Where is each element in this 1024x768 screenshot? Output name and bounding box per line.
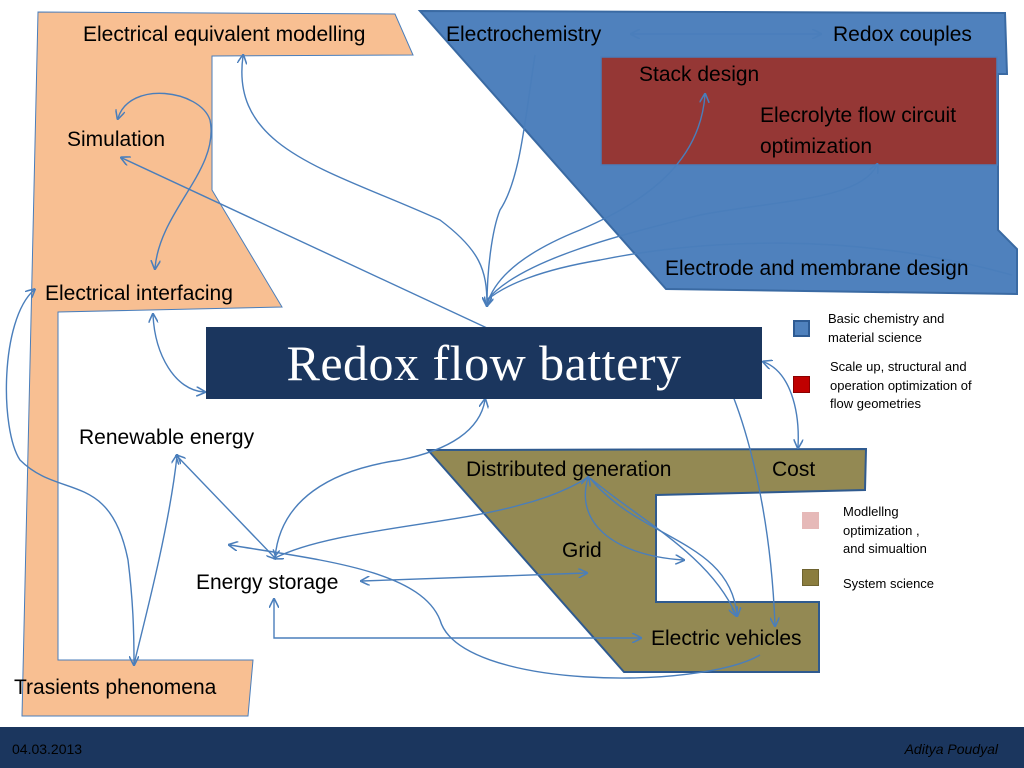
- footer-date: 04.03.2013: [12, 741, 83, 757]
- title-banner: Redox flow battery: [206, 327, 762, 399]
- node-distributed-generation: Distributed generation: [466, 458, 672, 481]
- node-energy-storage: Energy storage: [196, 571, 339, 594]
- legend-text-modelling: Modlellng optimization , and simualtion: [843, 504, 927, 556]
- node-electrode-membrane: Electrode and membrane design: [665, 257, 969, 280]
- diagram-title: Redox flow battery: [286, 335, 682, 391]
- node-electrochemistry: Electrochemistry: [446, 23, 602, 46]
- connection-arrows: [5, 34, 1013, 679]
- node-renewable-energy: Renewable energy: [79, 426, 255, 449]
- legend-swatch-chemistry: [793, 320, 810, 337]
- node-electrolyte-flow: Elecrolyte flow circuit optimization: [760, 104, 957, 158]
- legend-text-system: System science: [843, 576, 935, 591]
- node-grid: Grid: [562, 539, 602, 562]
- legend-swatch-system: [802, 569, 819, 586]
- legend-text-chemistry: Basic chemistry and material science: [828, 311, 945, 345]
- legend-text-scaleup: Scale up, structural and operation optim…: [830, 359, 972, 411]
- legend-swatch-scaleup: [793, 376, 810, 393]
- node-redox-couples: Redox couples: [833, 23, 972, 46]
- node-cost: Cost: [772, 458, 816, 481]
- node-simulation: Simulation: [67, 128, 166, 151]
- node-electrical-equivalent-modelling: Electrical equivalent modelling: [83, 23, 366, 46]
- footer-bar: 04.03.2013 Aditya Poudyal: [0, 727, 1024, 768]
- node-stack-design: Stack design: [639, 63, 760, 86]
- legend-swatch-modelling: [802, 512, 819, 529]
- node-electric-vehicles: Electric vehicles: [651, 627, 802, 650]
- node-electrical-interfacing: Electrical interfacing: [45, 282, 233, 305]
- node-trasients-phenomena: Trasients phenomena: [14, 676, 217, 699]
- footer-author: Aditya Poudyal: [904, 741, 998, 757]
